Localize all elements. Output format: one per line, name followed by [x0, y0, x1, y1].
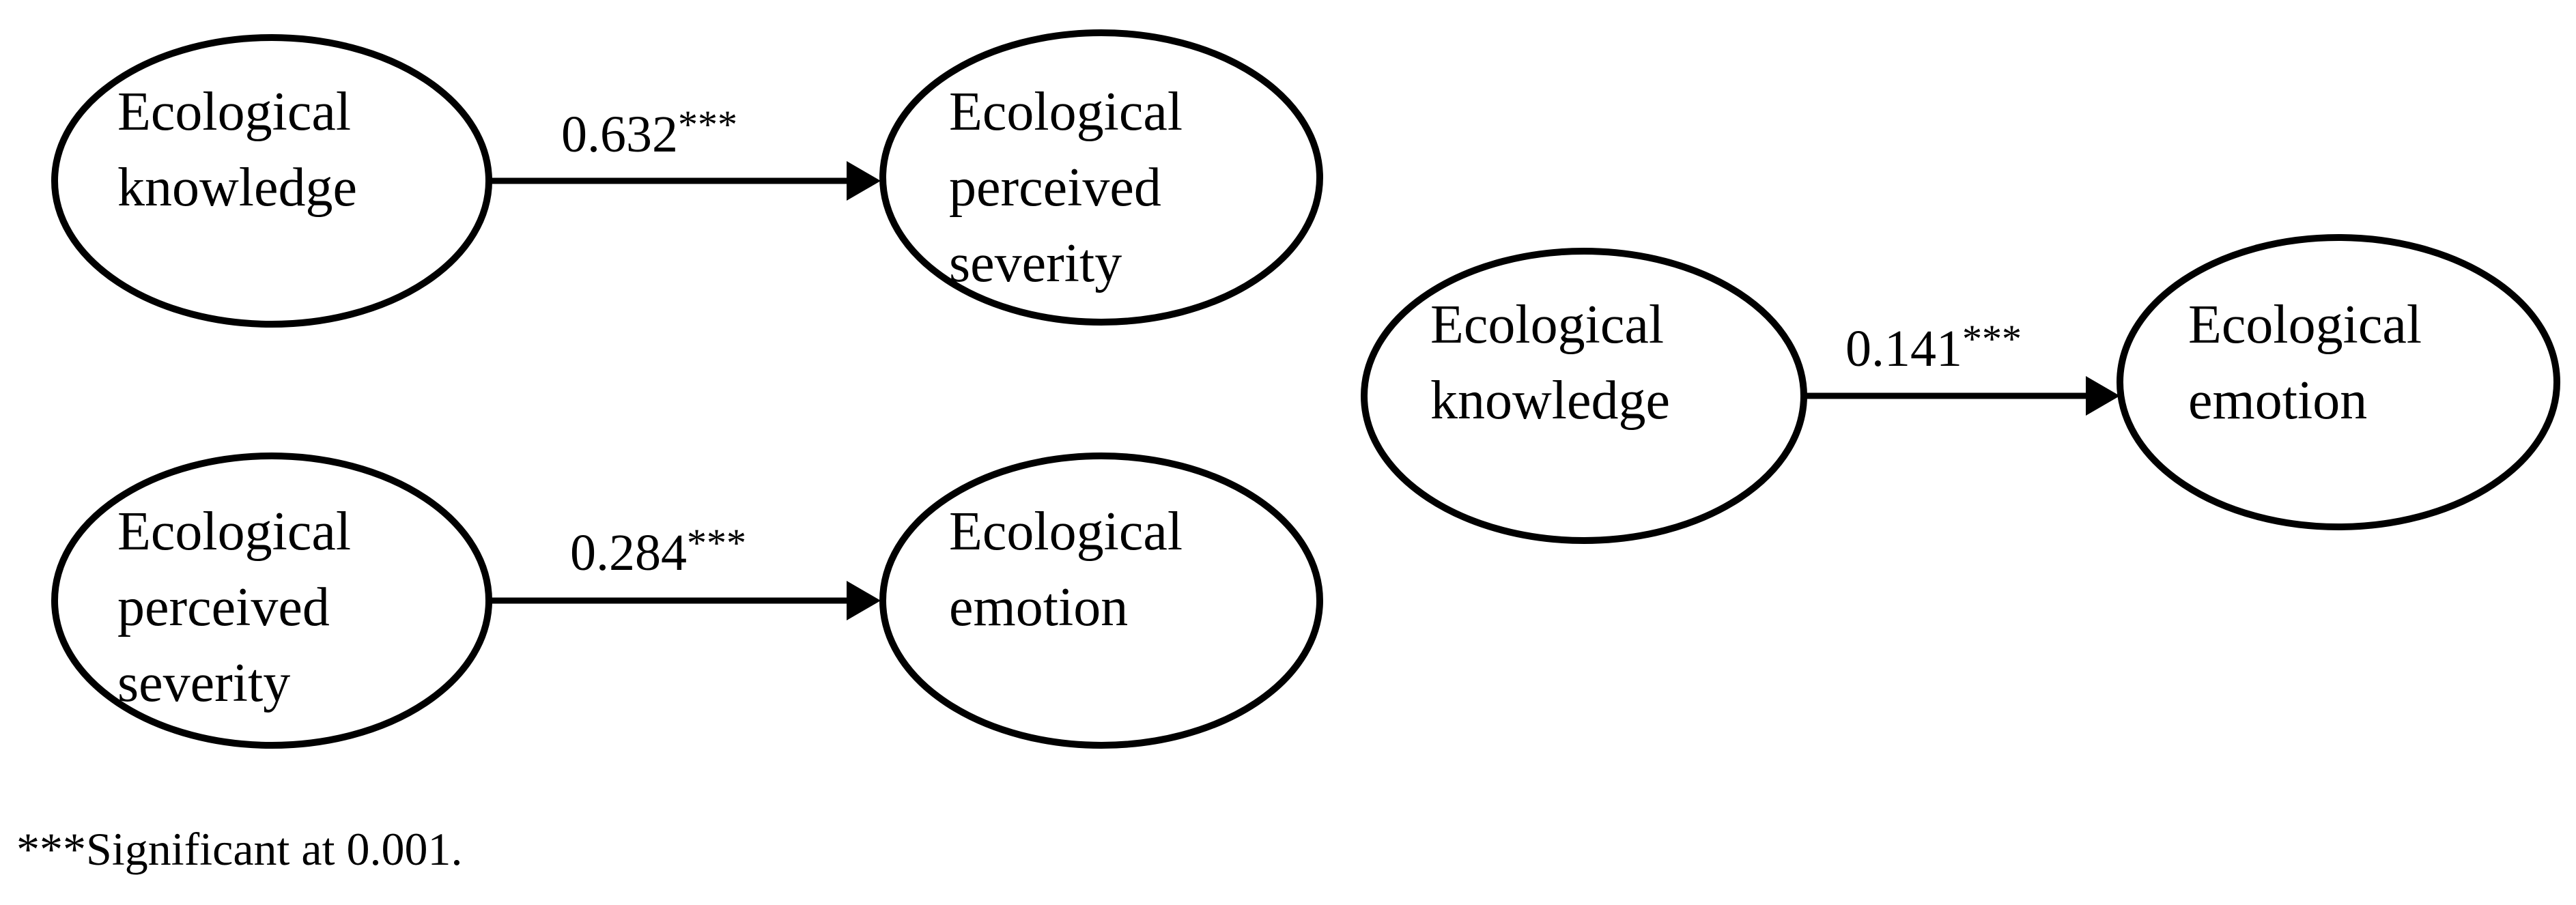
- diagram-severity-to-emotion: Ecological perceived severity 0.284*** E…: [51, 452, 1323, 749]
- node-ecological-emotion: Ecological emotion: [879, 452, 1323, 749]
- edge-coefficient: 0.141***: [1845, 317, 2022, 377]
- coefficient-value: 0.141: [1845, 320, 1962, 377]
- node-ecological-emotion: Ecological emotion: [2117, 234, 2560, 530]
- significance-mark: ***: [1962, 317, 2022, 361]
- node-label-line: emotion: [949, 577, 1128, 637]
- node-label-line: Ecological: [1430, 295, 1664, 355]
- node-label-line: knowledge: [1430, 371, 1670, 431]
- node-label-line: Ecological: [117, 82, 351, 142]
- significance-mark: ***: [678, 102, 737, 147]
- arrowhead-icon: [847, 581, 881, 620]
- node-label-line: Ecological: [949, 502, 1183, 562]
- diagram-knowledge-to-emotion: Ecological knowledge 0.141*** Ecological…: [1361, 234, 2560, 544]
- node-label-line: Ecological: [949, 82, 1183, 142]
- node-label: Ecological knowledge: [117, 82, 365, 218]
- node-label-line: emotion: [2188, 371, 2367, 431]
- node-label-line: Ecological: [117, 502, 351, 562]
- arrowhead-icon: [2086, 376, 2120, 416]
- arrowhead-icon: [847, 161, 881, 201]
- node-label-line: perceived: [949, 158, 1161, 218]
- edge-severity-to-emotion: 0.284***: [489, 521, 881, 620]
- node-label: Ecological perceived severity: [949, 82, 1196, 293]
- node-ecological-knowledge: Ecological knowledge: [51, 34, 492, 328]
- node-label-line: knowledge: [117, 158, 357, 218]
- node-label: Ecological emotion: [2188, 295, 2435, 431]
- edge-knowledge-to-emotion: 0.141***: [1804, 317, 2120, 416]
- node-label: Ecological perceived severity: [117, 502, 365, 713]
- node-ecological-knowledge: Ecological knowledge: [1361, 248, 1807, 544]
- significance-mark: ***: [687, 521, 746, 565]
- node-label-line: Ecological: [2188, 295, 2422, 355]
- node-ecological-perceived-severity: Ecological perceived severity: [879, 29, 1323, 326]
- node-label-line: severity: [117, 653, 290, 713]
- diagram-knowledge-to-severity: Ecological knowledge 0.632*** Ecological…: [51, 29, 1323, 328]
- node-ecological-perceived-severity: Ecological perceived severity: [51, 452, 492, 749]
- edge-coefficient: 0.284***: [570, 521, 746, 581]
- coefficient-value: 0.632: [561, 106, 678, 163]
- node-label-line: severity: [949, 233, 1122, 293]
- node-ellipse: [879, 452, 1323, 749]
- node-label: Ecological knowledge: [1430, 295, 1678, 431]
- node-ellipse: [2117, 234, 2560, 530]
- edge-coefficient: 0.632***: [561, 102, 737, 163]
- significance-footnote: ***Significant at 0.001.: [16, 823, 463, 875]
- node-label: Ecological emotion: [949, 502, 1196, 637]
- node-ellipse: [879, 29, 1323, 326]
- edge-knowledge-to-severity: 0.632***: [489, 102, 881, 201]
- node-label-line: perceived: [117, 577, 330, 637]
- coefficient-value: 0.284: [570, 524, 687, 581]
